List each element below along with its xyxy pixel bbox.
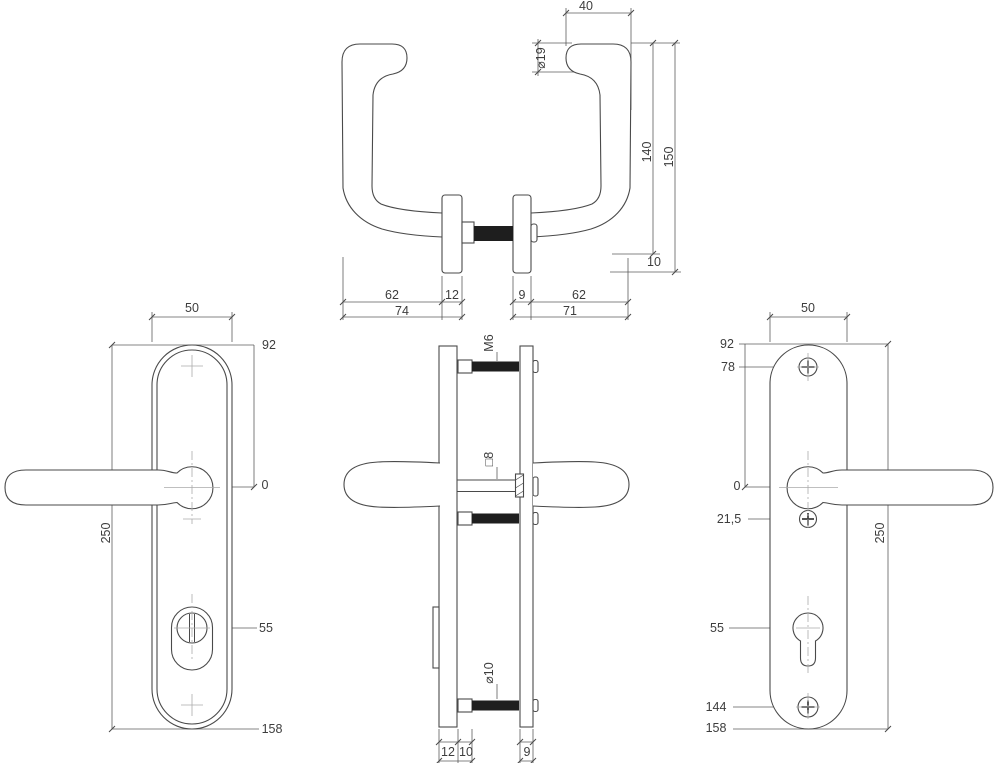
spindle-end-hatch — [515, 474, 524, 497]
connection-bolt-top — [457, 359, 539, 374]
spindle-screw-bump — [532, 476, 539, 497]
spindle-bolt-head — [461, 221, 475, 244]
exterior-lever-handle-profile — [341, 43, 443, 238]
cylinder-guard-side — [432, 606, 440, 669]
interior-lever-handle-profile — [530, 43, 632, 238]
spindle-screw-end — [530, 223, 538, 243]
interior-lever-front — [786, 466, 994, 510]
exterior-plate-side — [438, 345, 458, 728]
exterior-plate-inner-edge — [156, 349, 228, 725]
connection-bolt-middle — [457, 511, 539, 526]
exterior-handle-side — [343, 461, 441, 508]
exterior-plate-outline — [151, 344, 233, 730]
dimension-ticks — [108, 9, 892, 763]
interior-plate-view — [769, 344, 994, 730]
exterior-lever-front — [4, 466, 214, 510]
euro-cylinder-keyhole — [792, 612, 824, 667]
interior-plate-side — [519, 345, 534, 728]
square-spindle-side — [457, 479, 520, 493]
exterior-plate-view — [4, 344, 233, 730]
interior-rose-side — [512, 194, 532, 274]
top-view-handle-pair — [341, 43, 632, 274]
threaded-spindle — [474, 226, 513, 241]
interior-plate-outline — [769, 344, 848, 730]
dimension-lines — [111, 8, 889, 763]
interior-plate-center-marks — [779, 353, 838, 708]
assembly-side-view — [343, 345, 630, 728]
interior-handle-side — [532, 461, 630, 508]
exterior-rose-side — [441, 194, 463, 274]
connection-bolt-bottom — [457, 698, 539, 713]
